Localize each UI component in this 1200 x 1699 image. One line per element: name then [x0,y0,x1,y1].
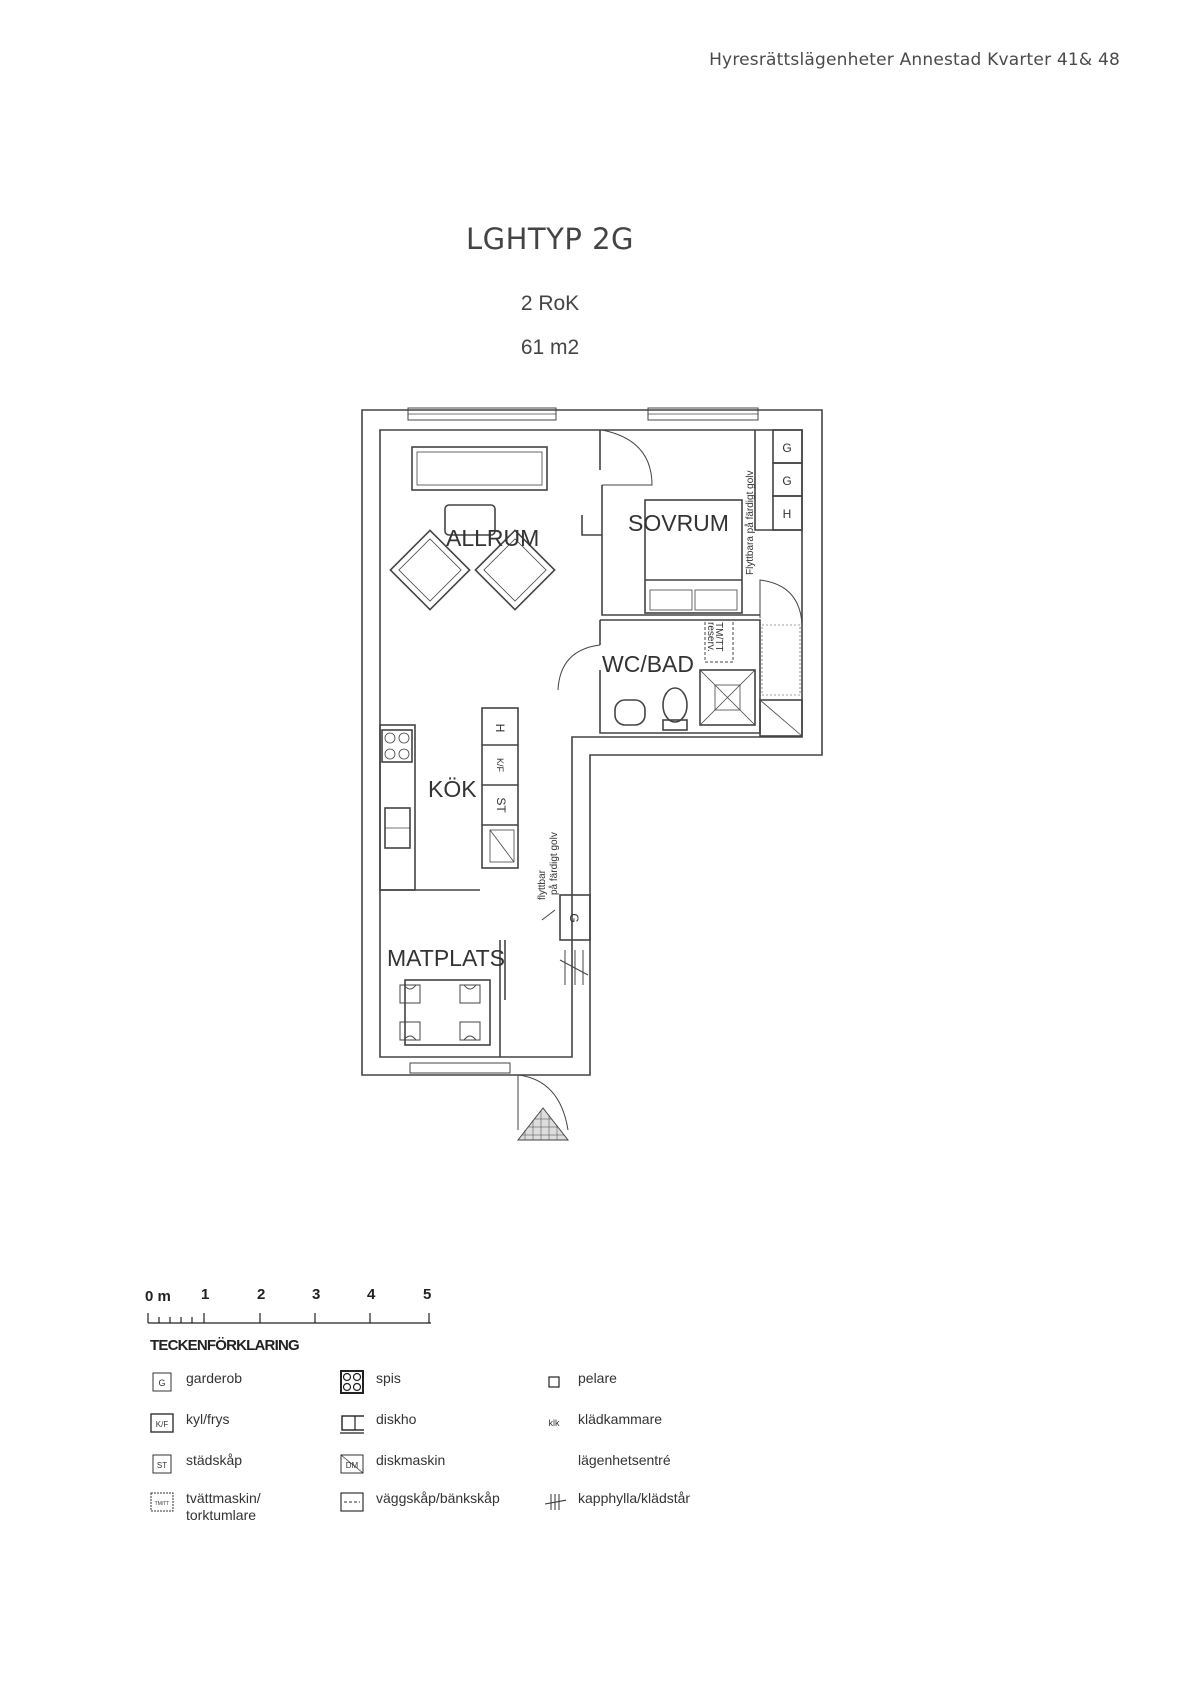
door-bath [557,644,601,691]
bed [644,499,743,614]
legend-label: garderob [186,1370,243,1386]
kitchen-island [481,707,519,869]
movable-note-hall-1: flyttbar [537,869,548,900]
legend-item-kylfrys: K/F kyl/frys [150,1411,230,1435]
legend-item-kapphylla: kapphylla/klädstång [542,1490,690,1514]
lagenhetsentre-symbol [542,1452,566,1476]
scale-label-1: 1 [201,1286,209,1303]
stove [381,729,413,763]
scale-label-4: 4 [367,1286,376,1303]
wardrobe-label: G [782,474,791,488]
room-label-sovrum: SOVRUM [628,510,729,536]
svg-text:G: G [158,1378,165,1388]
kylfrys-symbol: K/F [150,1411,174,1435]
diskmaskin-symbol: DM [340,1452,364,1476]
wardrobe-3 [772,495,803,531]
legend-label: väggskåp/bänkskåp [376,1490,500,1506]
spis-icon [340,1370,364,1394]
legend-item-pelare: pelare [542,1370,617,1394]
tvattmaskin-symbol: TM/TT [150,1490,174,1514]
legend-item-spis: spis [340,1370,401,1394]
armchair-right [474,529,556,611]
pelare-icon [542,1370,566,1394]
cleaning-cabinet-label: ST [494,797,508,813]
room-label-matplats: MATPLATS [387,945,505,971]
legend-title: TECKENFÖRKLARING [150,1337,300,1354]
hall-wardrobe [559,894,591,941]
door-entrance [517,1074,569,1131]
sofa [411,446,548,491]
movable-note-hall-2: på färdigt golv [548,832,560,895]
legend-label: spis [376,1370,401,1386]
outer-wall [361,409,823,1076]
scale-label-3: 3 [312,1286,320,1303]
hall-wardrobe-label: G [567,913,581,922]
svg-text:TM/TT: TM/TT [155,1501,170,1507]
room-label-wcbad: WC/BAD [602,651,694,677]
legend-item-diskho: diskho [340,1411,416,1435]
bath-sink [614,699,646,726]
room-label-kok: KÖK [428,776,477,802]
armchair-left [389,529,471,611]
legend-label: lägenhetsentré [578,1452,671,1468]
scale-bar: 0 m 1 2 3 4 5 [145,1286,431,1324]
window-bottom [409,1062,511,1074]
floor-plan: ALLRUM SOVRUM WC/BAD KÖK MATPLATS G G H … [361,407,823,1141]
kapphylla-icon [542,1490,566,1514]
scale-label-5: 5 [423,1286,431,1303]
svg-text:ST: ST [157,1461,167,1470]
legend: G garderob K/F kyl/frys ST städskåp TM/T… [150,1370,750,1530]
cabinet-label: H [783,507,792,521]
garderob-symbol: G [150,1370,174,1394]
wall-bedroom-left [601,485,760,616]
washer-sub-label: reserv. [705,622,716,652]
entrance-marker [516,1107,570,1141]
legend-label: diskmaskin [376,1452,446,1468]
legend-item-vaggskap: väggskåp/bänkskåp [340,1490,500,1514]
legend-label: kyl/frys [186,1411,230,1427]
legend-label: tvättmaskin/ torktumlare [186,1490,261,1523]
legend-label: klädkammare [578,1411,663,1427]
scale-label-0: 0 m [145,1288,171,1305]
apartment-area: 61 m2 [520,336,580,359]
coat-rack [559,950,589,985]
stadskap-symbol: ST [150,1452,174,1476]
dining-chairs [399,984,481,1041]
dining-table [404,979,491,1046]
coffee-table [444,504,496,536]
legend-label: kapphylla/klädstång [578,1490,690,1506]
kladkammare-symbol: klk [548,1418,560,1428]
room-count: 2 RoK [520,292,580,315]
wardrobe-label: G [782,441,791,455]
toilet [662,687,688,723]
legend-item-diskmaskin: DM diskmaskin [340,1452,445,1476]
apartment-type-title: LGHTYP 2G [466,222,634,256]
legend-item-garderob: G garderob [150,1370,242,1394]
svg-text:DM: DM [346,1461,359,1470]
wall-closet [754,430,802,531]
island-h-label: H [493,724,507,733]
fridge-label: K/F [495,758,505,773]
legend-label: pelare [578,1370,617,1386]
movable-note-bedroom: Flyttbara på färdigt golv [744,471,756,576]
legend-item-stadskap: ST städskåp [150,1452,242,1476]
room-label-allrum: ALLRUM [446,525,539,551]
document-header: Hyresrättslägenheter Annestad Kvarter 41… [709,50,1120,70]
legend-item-kladkammare: klk klädkammare [542,1411,663,1435]
vaggskap-icon [340,1490,364,1514]
washer-label: TM/TT [713,622,724,651]
legend-item-tvattmaskin: TM/TT tvättmaskin/ torktumlare [150,1490,261,1524]
legend-label: diskho [376,1411,417,1427]
legend-label: städskåp [186,1452,243,1468]
door-bedroom [601,429,653,486]
diskho-icon [340,1411,364,1435]
svg-text:K/F: K/F [156,1420,169,1429]
scale-label-2: 2 [257,1286,265,1303]
door-closet [759,579,803,626]
shower [699,669,756,726]
legend-item-lagenhetsentre: lägenhetsentré [542,1452,671,1476]
